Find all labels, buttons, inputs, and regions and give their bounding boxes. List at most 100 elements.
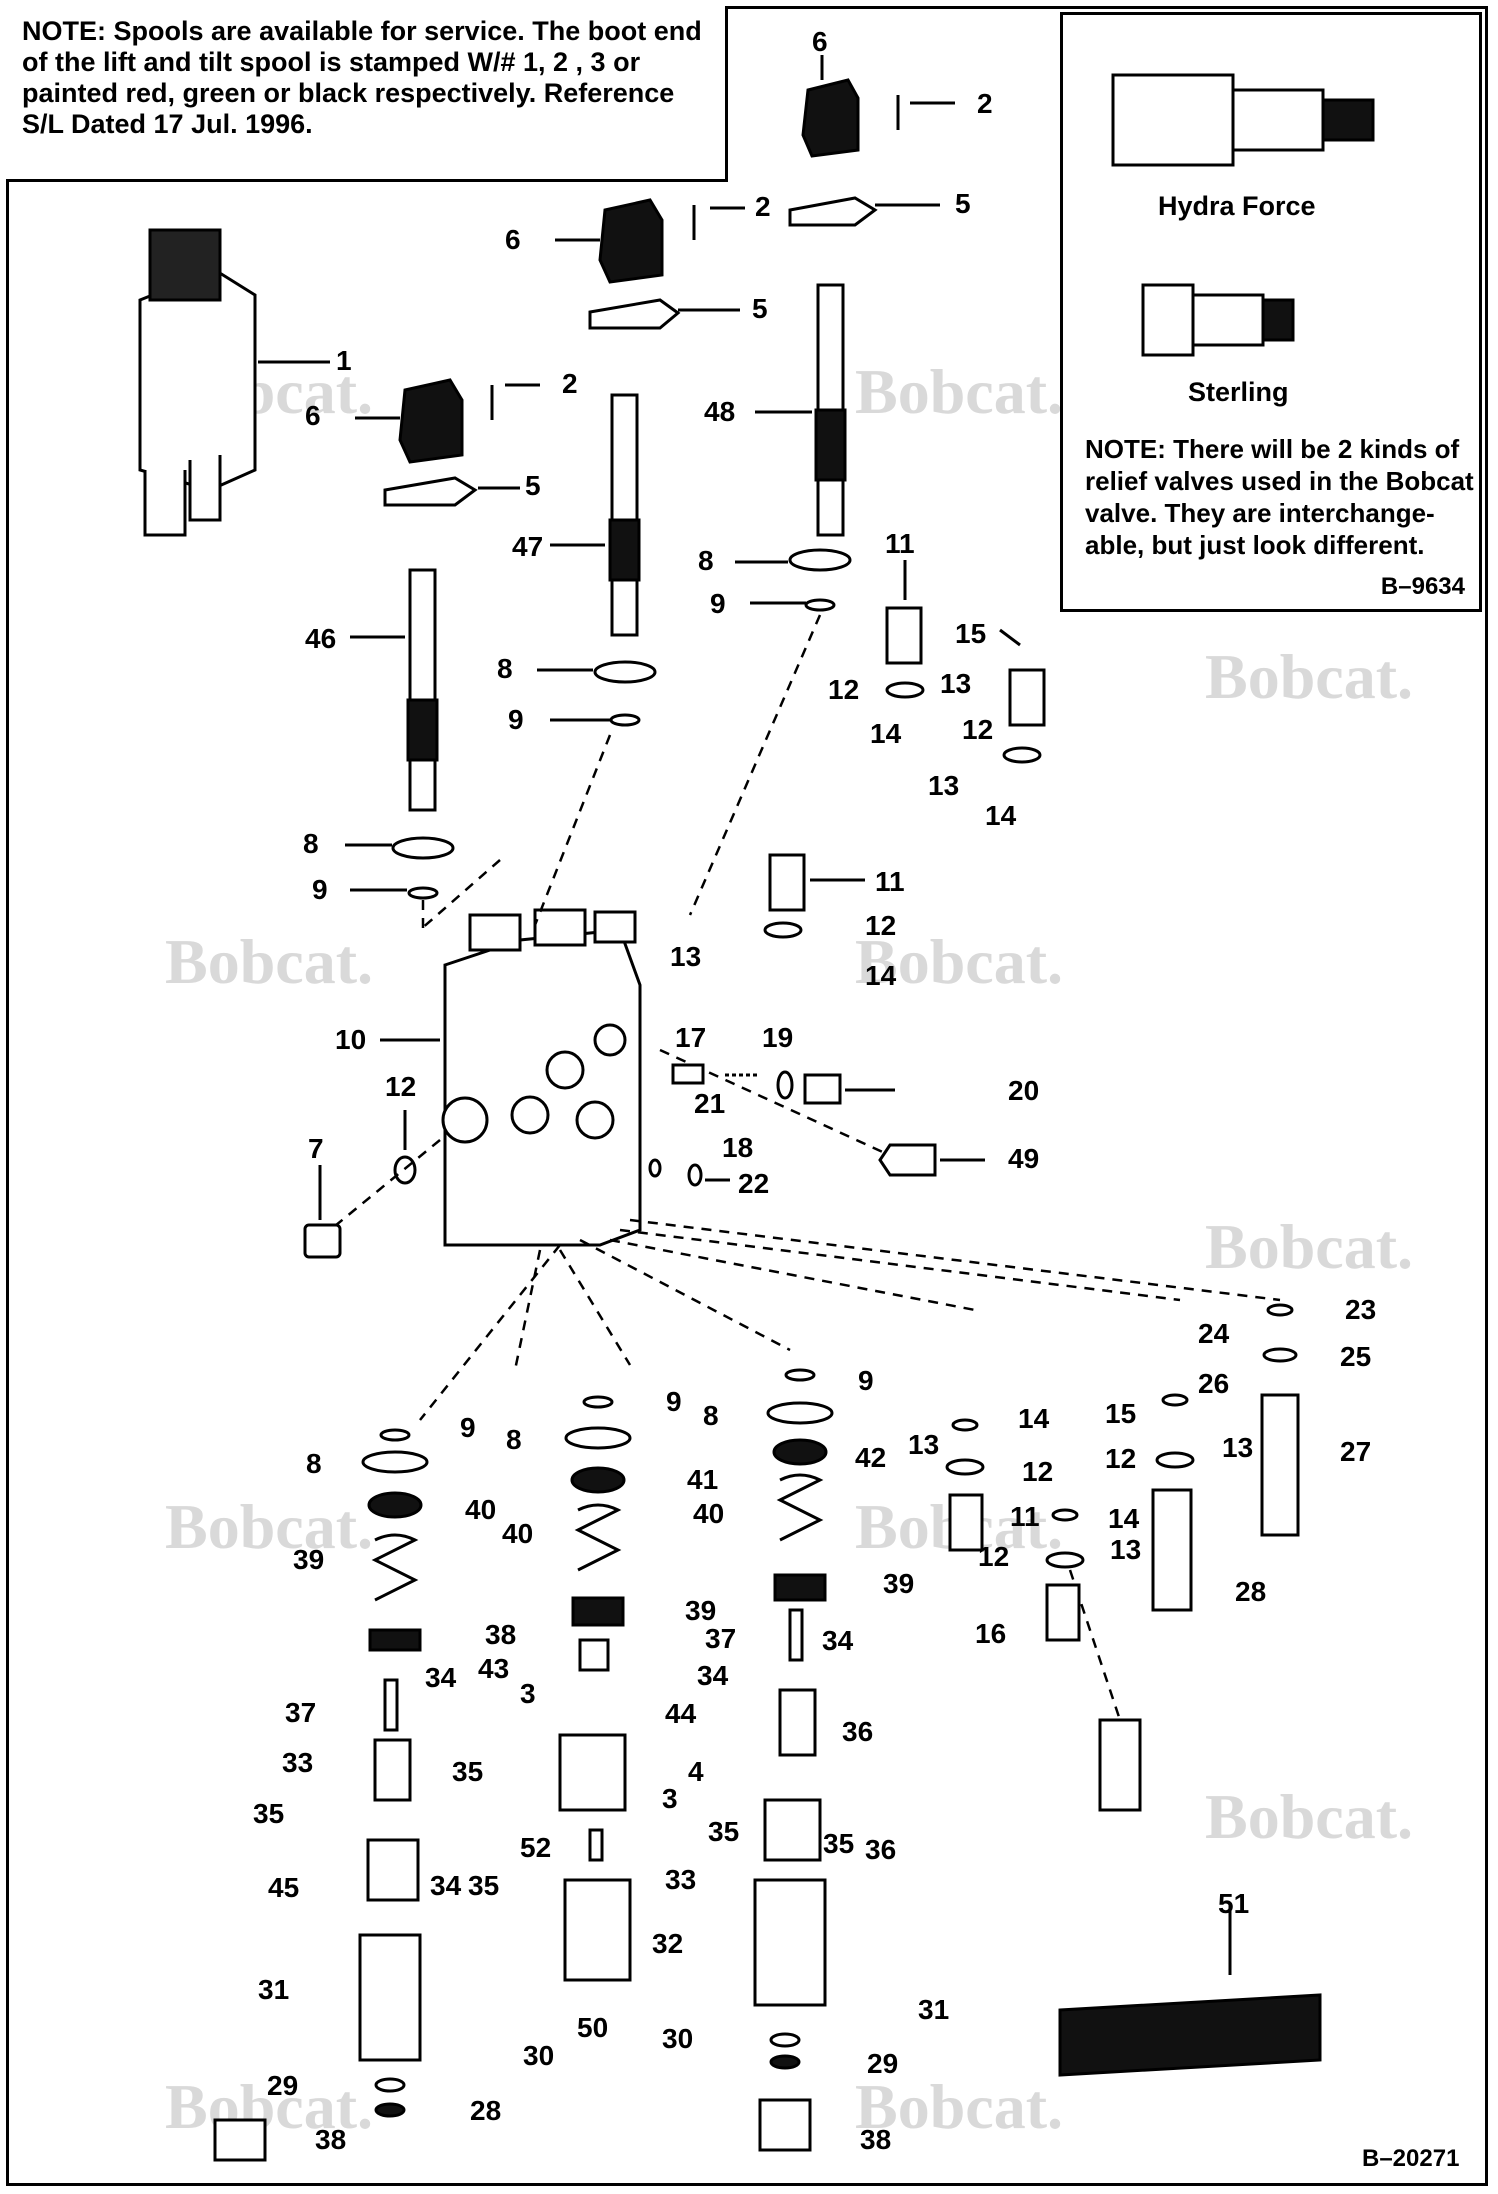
callout-label: 5 (752, 293, 768, 324)
callout-label: 9 (666, 1386, 682, 1417)
callout-label: 23 (1345, 1294, 1377, 1325)
callout-label: 51 (1218, 1888, 1250, 1919)
callout-label: 34 (425, 1662, 457, 1693)
callout-label: 39 (685, 1595, 717, 1626)
callout-label: 35 (468, 1870, 500, 1901)
watermark: Bobcat. (855, 2071, 1063, 2142)
callout-label: 36 (865, 1834, 897, 1865)
boot-part-6 (398, 78, 860, 464)
callout-label: 14 (865, 960, 897, 991)
callout-label: 13 (1110, 1534, 1142, 1565)
callout-label: 34 (822, 1625, 854, 1656)
callout-label: 6 (305, 400, 321, 431)
relief-valve-note: NOTE: There will be 2 kinds of relief va… (1085, 433, 1475, 561)
callout-label: 22 (738, 1168, 770, 1199)
callout-label: 34 (697, 1660, 729, 1691)
callout-label: 1 (336, 345, 352, 376)
callout-label: 28 (470, 2095, 502, 2126)
callout-label: 31 (918, 1994, 950, 2025)
hydra-force-label: Hydra Force (1158, 191, 1316, 221)
callout-label: 33 (282, 1747, 314, 1778)
callout-label: 5 (525, 470, 541, 501)
callout-label: 16 (975, 1618, 1007, 1649)
callout-label: 39 (883, 1568, 915, 1599)
relief-valve-legend: Hydra Force Sterling NOTE: There will be… (1060, 12, 1482, 612)
figure-ref-number: B–20271 (1362, 2145, 1460, 2172)
watermark: Bobcat. (1205, 1211, 1413, 1282)
callout-label: 8 (306, 1448, 322, 1479)
callout-label: 40 (693, 1498, 725, 1529)
callout-label: 13 (908, 1429, 940, 1460)
callout-label: 8 (698, 545, 714, 576)
callout-label: 15 (1105, 1398, 1137, 1429)
diagram-frame (6, 6, 1488, 2186)
watermark: Bobcat. (855, 926, 1063, 997)
callout-label: 6 (812, 26, 828, 57)
watermark: Bobcat. (165, 1491, 373, 1562)
callout-label: 38 (485, 1619, 517, 1650)
callout-label: 9 (858, 1365, 874, 1396)
callout-label: 37 (705, 1623, 737, 1654)
watermark: Bobcat. (855, 356, 1063, 427)
callout-label: 24 (1198, 1318, 1230, 1349)
callout-label: 47 (512, 531, 544, 562)
callout-label: 2 (755, 191, 771, 222)
callout-label: 32 (652, 1928, 684, 1959)
callout-label: 48 (704, 396, 736, 427)
callout-label: 11 (875, 866, 905, 897)
callout-label: 26 (1198, 1368, 1230, 1399)
callout-label: 11 (1010, 1501, 1040, 1532)
callout-label: 20 (1008, 1075, 1040, 1106)
callout-label: 49 (1008, 1143, 1040, 1174)
relief-valve-note-label: NOTE: (1085, 434, 1166, 464)
callout-label: 14 (1108, 1503, 1140, 1534)
callout-label: 25 (1340, 1341, 1372, 1372)
callout-label: 31 (258, 1974, 290, 2005)
callout-label: 28 (1235, 1576, 1267, 1607)
service-note-label: NOTE: (22, 16, 106, 46)
callout-label: 14 (985, 800, 1017, 831)
relief-valve-note-text: There will be 2 kinds of relief valves u… (1085, 434, 1474, 560)
callout-label: 3 (662, 1783, 678, 1814)
valve-body-part-10 (441, 908, 642, 1247)
callout-label: 35 (823, 1828, 855, 1859)
callout-label: 40 (502, 1518, 534, 1549)
callout-label: 18 (722, 1132, 754, 1163)
callout-label: 39 (293, 1544, 325, 1575)
watermark: Bobcat. (1205, 1781, 1413, 1852)
callout-label: 3 (520, 1678, 536, 1709)
watermark: Bobcat. (165, 926, 373, 997)
callout-label: 2 (562, 368, 578, 399)
callout-label: 12 (828, 674, 860, 705)
service-note-text: Spools are available for service. The bo… (22, 16, 702, 139)
callout-label: 13 (1222, 1432, 1254, 1463)
callout-label: 8 (303, 828, 319, 859)
callout-label: 12 (1022, 1456, 1054, 1487)
callout-label: 45 (268, 1872, 300, 1903)
callout-label: 14 (1018, 1403, 1050, 1434)
callout-label: 13 (928, 770, 960, 801)
callout-label: 9 (460, 1412, 476, 1443)
callout-label: 42 (855, 1442, 887, 1473)
callout-label: 52 (520, 1832, 552, 1863)
callout-label: 12 (1105, 1443, 1137, 1474)
callout-label: 30 (662, 2023, 694, 2054)
callout-label: 21 (694, 1088, 726, 1119)
callout-label: 12 (978, 1541, 1010, 1572)
callout-label: 4 (688, 1756, 704, 1787)
callout-label: 38 (315, 2124, 347, 2155)
callout-label: 12 (962, 714, 994, 745)
callout-label: 41 (687, 1464, 719, 1495)
callout-label: 11 (885, 528, 915, 559)
callout-label: 37 (285, 1697, 317, 1728)
callout-label: 34 (430, 1870, 462, 1901)
callout-label: 2 (977, 88, 993, 119)
relief-valve-hydra-force-icon (1111, 73, 1375, 167)
callout-label: 17 (675, 1022, 707, 1053)
callout-label: 15 (955, 618, 987, 649)
callout-label: 40 (465, 1494, 497, 1525)
watermark: Bobcat. (1205, 641, 1413, 712)
callout-label: 27 (1340, 1436, 1372, 1467)
callout-label: 30 (523, 2040, 555, 2071)
